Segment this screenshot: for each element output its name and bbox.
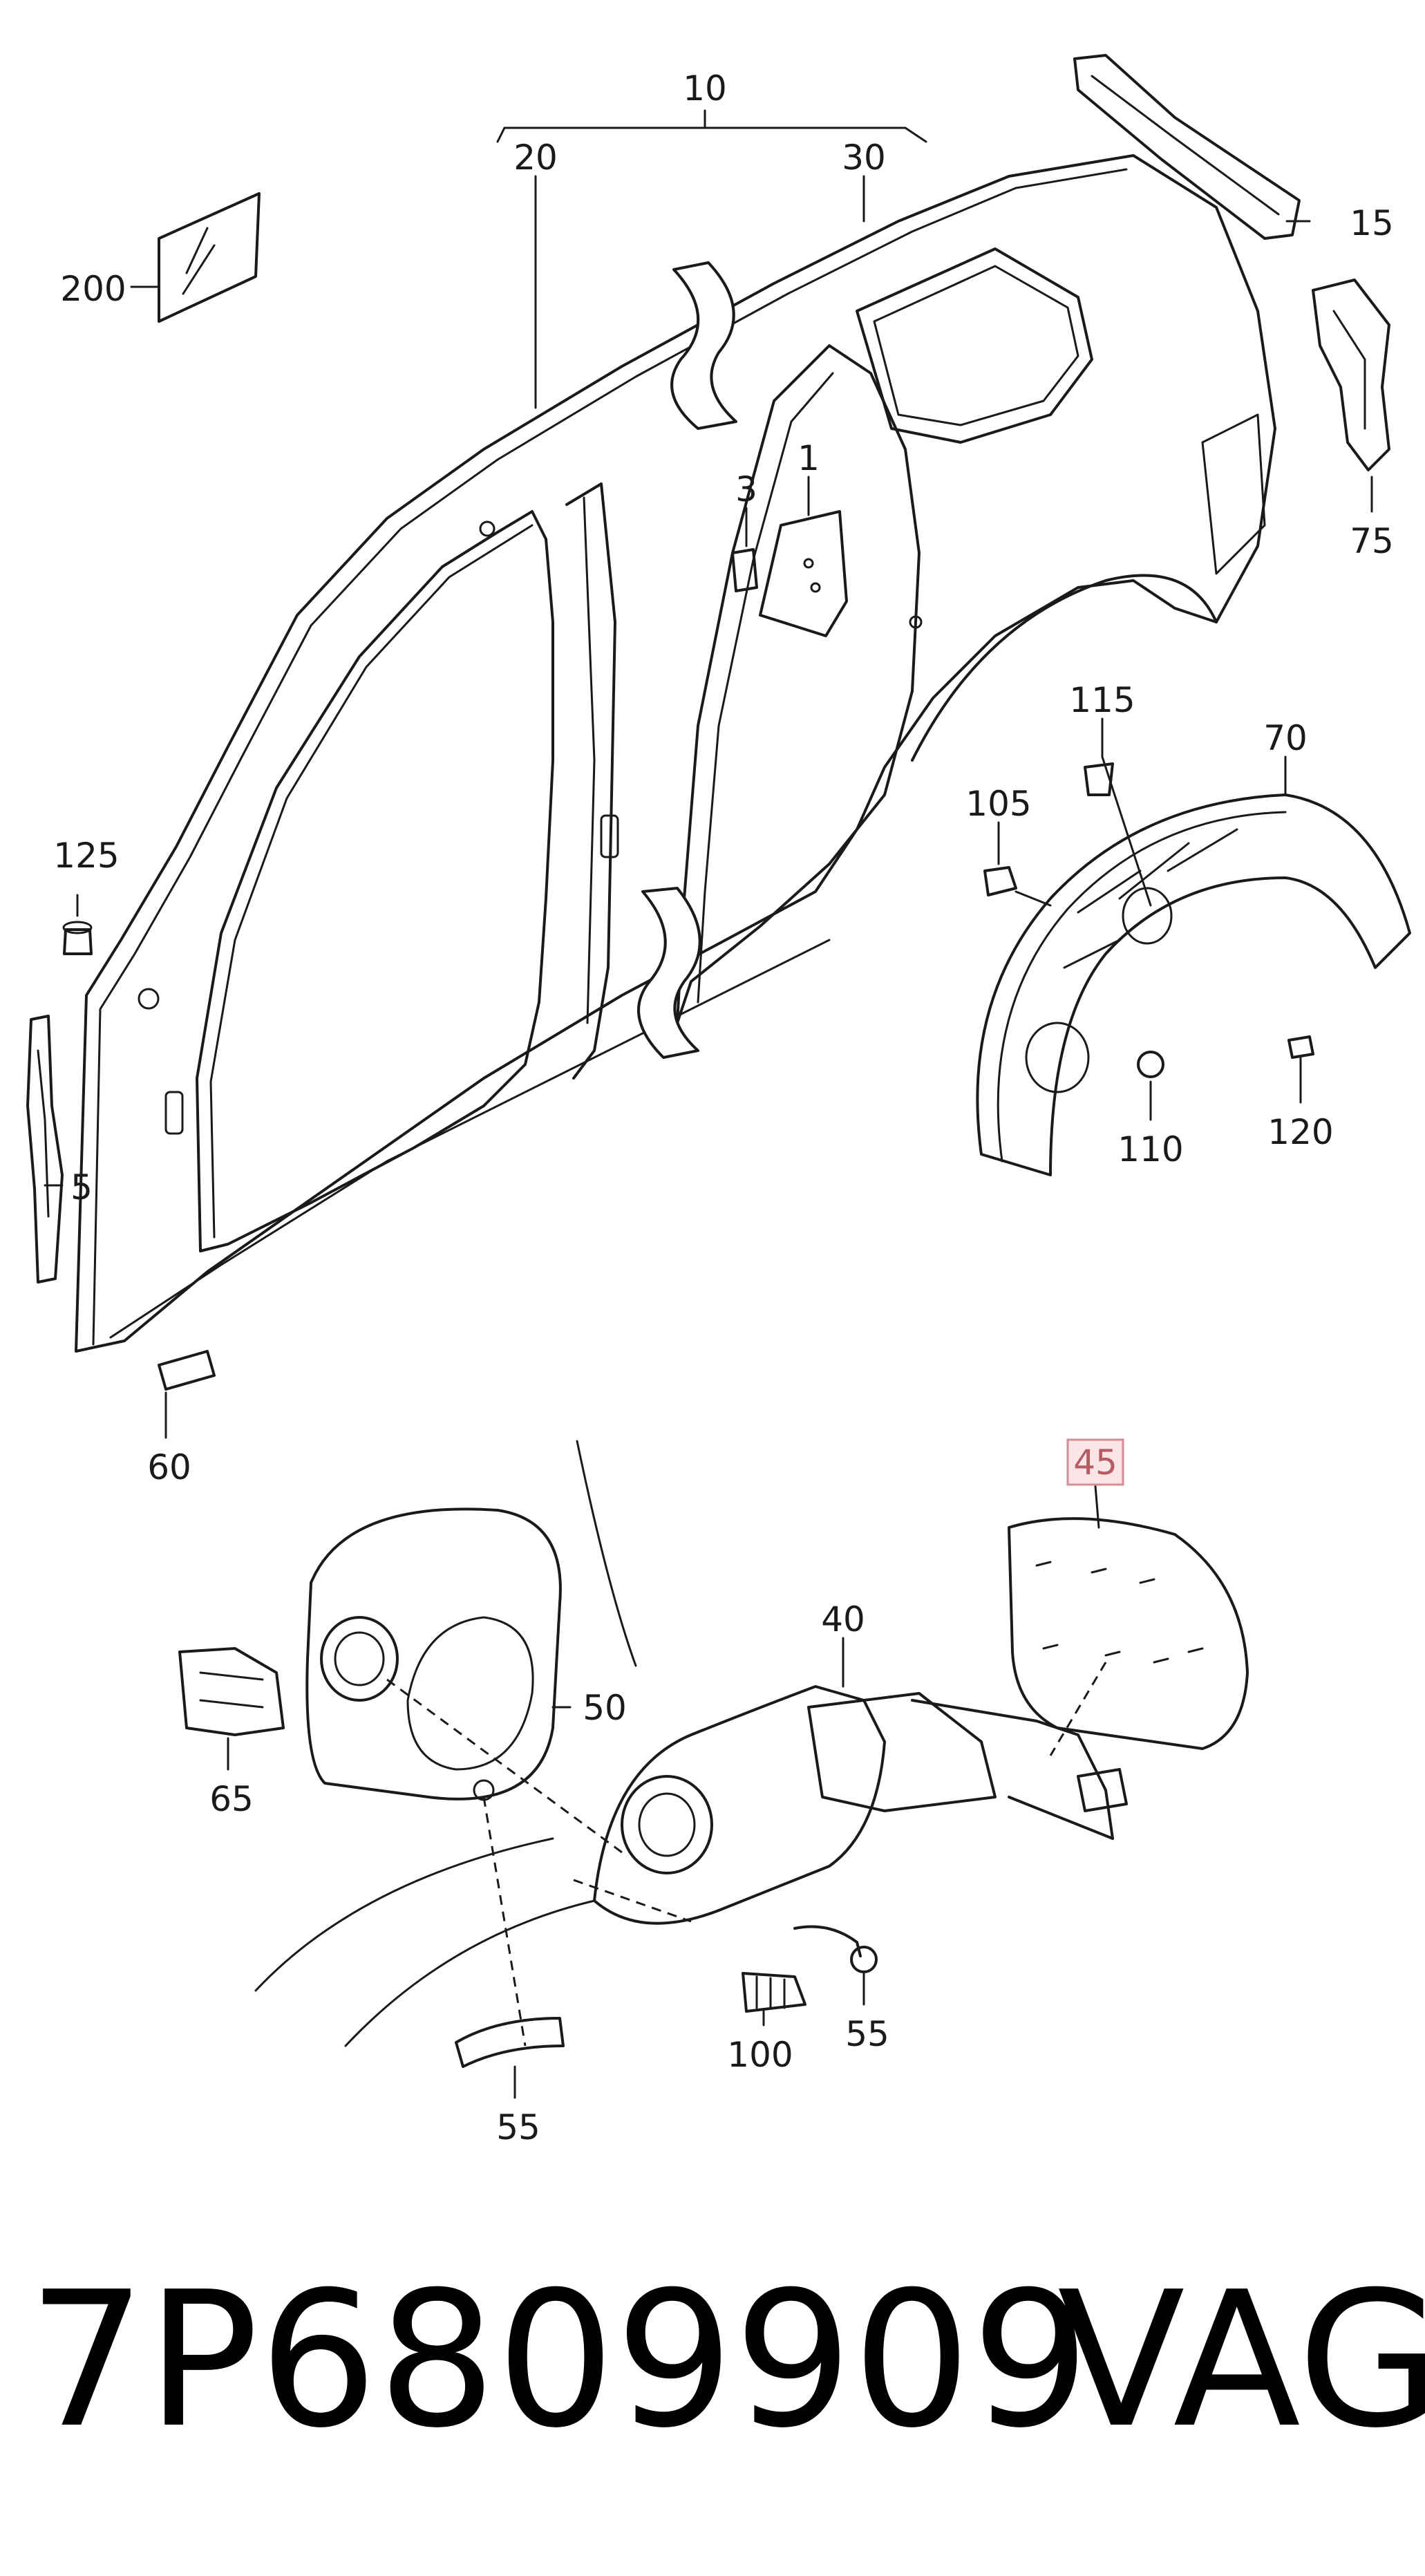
part-45-fuel-flap	[1008, 1517, 1249, 1756]
callout-125: 125	[53, 836, 119, 876]
callout-50: 50	[583, 1688, 627, 1728]
callout-3: 3	[735, 469, 757, 509]
part-110-nut	[1137, 1051, 1164, 1078]
callout-10: 10	[683, 68, 727, 109]
callout-30: 30	[842, 138, 886, 178]
callout-45: 45	[1073, 1442, 1117, 1483]
fuel-filler-drawing	[178, 1440, 1128, 2068]
callout-55-lower: 55	[496, 2107, 540, 2147]
callout-55-right: 55	[845, 2014, 889, 2054]
part-number: 7P6809909	[28, 2251, 1091, 2469]
part-1-plate	[759, 510, 848, 637]
callout-65: 65	[209, 1779, 254, 1819]
callout-110: 110	[1117, 1129, 1183, 1169]
part-125-plug	[62, 921, 93, 955]
part-115-clip	[1084, 762, 1114, 796]
side-panel-drawing	[75, 154, 1276, 1353]
callout-75: 75	[1350, 521, 1394, 561]
callout-20: 20	[513, 138, 558, 178]
callout-5: 5	[70, 1167, 93, 1207]
part-5-reinforcement	[26, 1015, 64, 1284]
callout-105: 105	[965, 784, 1031, 824]
callout-1: 1	[798, 438, 820, 478]
callout-200: 200	[60, 269, 126, 309]
part-120-screw	[1287, 1035, 1314, 1059]
brand-label: VAG	[1057, 2251, 1425, 2469]
part-15-rail	[1073, 54, 1301, 240]
highlight-box	[1066, 1438, 1124, 1486]
part-70-wheelhouse-liner	[976, 793, 1411, 1176]
part-75-bracket	[1312, 279, 1390, 471]
callout-labels: 10 20 30 200 15 75 3 1 115 70 105 125 5 …	[53, 68, 1394, 2147]
leader-lines	[44, 109, 1373, 2099]
callout-70: 70	[1263, 718, 1308, 758]
part-3-clip	[731, 548, 758, 592]
callout-60: 60	[147, 1447, 191, 1487]
callout-120: 120	[1267, 1112, 1333, 1152]
callout-15: 15	[1350, 203, 1394, 243]
callout-40: 40	[821, 1599, 865, 1639]
part-200-glass	[158, 192, 261, 323]
callout-100: 100	[727, 2035, 793, 2075]
part-105-nut	[983, 866, 1017, 896]
callout-45-highlight: 45	[1066, 1438, 1124, 1486]
callout-115: 115	[1069, 680, 1135, 720]
part-60-bracket	[158, 1350, 216, 1391]
